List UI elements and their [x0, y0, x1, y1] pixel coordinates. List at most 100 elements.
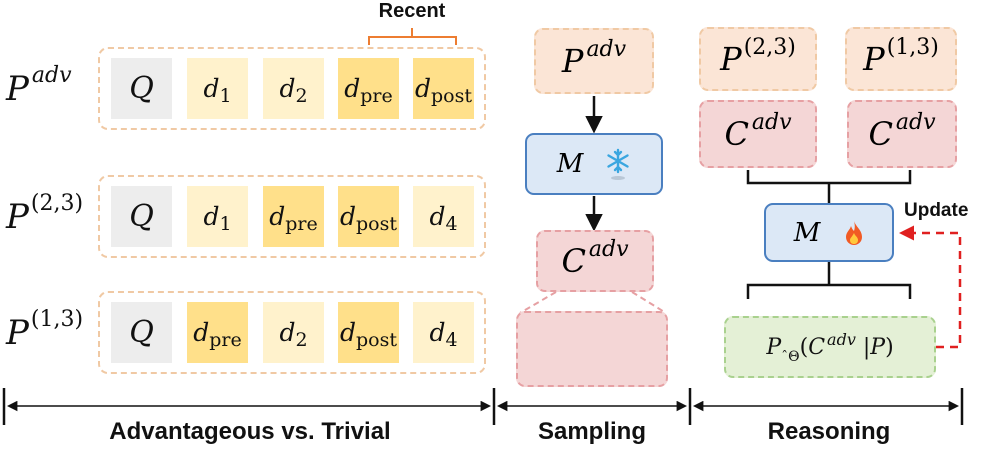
- cell-symbol: d: [193, 318, 210, 347]
- reasoning-c-right-base: C: [868, 115, 893, 153]
- query-cell: Q: [111, 302, 172, 363]
- flame-icon: [846, 220, 863, 245]
- objective-sub: ˆΘ: [781, 348, 800, 365]
- row-label-base: P: [6, 196, 29, 237]
- zoom-line-right: [631, 291, 667, 314]
- objective-theta: Θ: [788, 348, 800, 365]
- cell-symbol: d: [203, 74, 220, 103]
- query-cell: Q: [111, 186, 172, 247]
- cell-subscript: pre: [360, 84, 393, 107]
- cell-subscript: 1: [219, 212, 232, 235]
- cell-subscript: pre: [209, 328, 242, 351]
- objective-c: C: [808, 334, 826, 360]
- section-label-middle: Sampling: [537, 418, 646, 445]
- reasoning-p23-sup: (2,3): [743, 34, 796, 60]
- objective-c-sup: adv: [827, 329, 856, 349]
- cell-subscript: post: [356, 212, 397, 235]
- candidate-graph-box: [516, 311, 668, 387]
- reasoning-p23-base: P: [720, 40, 742, 78]
- cell-subscript: post: [356, 328, 397, 351]
- cell-subscript: 4: [445, 328, 458, 351]
- row-label-sup: adv: [31, 63, 72, 88]
- sequence-row-frame: [98, 291, 486, 374]
- sampling-model-label: M: [556, 149, 584, 179]
- cell-symbol: d: [429, 318, 446, 347]
- sampling-model-box: M: [525, 133, 663, 195]
- sequence-row-label: P(2,3): [6, 175, 98, 258]
- cell-symbol: d: [429, 202, 446, 231]
- cell-symbol: Q: [129, 71, 154, 106]
- section-label-left: Advantageous vs. Trivial: [109, 418, 391, 445]
- sampling-c-sup: adv: [588, 236, 629, 262]
- sampling-p-base: P: [561, 42, 584, 80]
- objective-lparen: (: [799, 334, 809, 360]
- recent-label: Recent: [378, 0, 446, 22]
- reasoning-p13-sup: (1,3): [886, 34, 939, 60]
- row-label-base: P: [6, 312, 29, 353]
- bracket-c-to-model: [746, 170, 912, 185]
- cell-subscript: post: [431, 84, 472, 107]
- reasoning-p13-box: P(1,3): [845, 27, 957, 91]
- cell-symbol: d: [339, 318, 356, 347]
- objective-p: P: [766, 334, 782, 360]
- section-label-right: Reasoning: [767, 418, 891, 445]
- cell-symbol: Q: [129, 199, 154, 234]
- row-label-sup: (2,3): [30, 191, 84, 216]
- cell-symbol: d: [203, 202, 220, 231]
- reasoning-c-right-sup: adv: [895, 109, 936, 135]
- objective-bar: |: [855, 334, 871, 360]
- sampling-p-sup: adv: [586, 36, 627, 62]
- update-label: Update: [904, 200, 969, 221]
- reasoning-model-label: M: [793, 217, 821, 248]
- reasoning-c-left-sup: adv: [751, 109, 792, 135]
- snowflake-icon: [607, 148, 630, 180]
- zoom-line-left: [519, 291, 557, 314]
- cell-symbol: Q: [129, 315, 154, 350]
- reasoning-model-box: M: [764, 203, 894, 262]
- row-label-sup: (1,3): [30, 307, 84, 332]
- sequence-row-frame: [98, 47, 486, 130]
- sequence-row-frame: [98, 175, 486, 258]
- bracket-model-to-obj: [746, 283, 912, 299]
- cell-symbol: d: [279, 318, 296, 347]
- cell-subscript: 1: [219, 84, 232, 107]
- reasoning-c-left-base: C: [724, 115, 749, 153]
- objective-rparen: ): [885, 334, 894, 360]
- reasoning-p13-base: P: [863, 40, 885, 78]
- sampling-c-base: C: [561, 242, 586, 280]
- cell-symbol: d: [339, 202, 356, 231]
- cell-symbol: d: [279, 74, 296, 103]
- cell-subscript: 4: [445, 212, 458, 235]
- cell-symbol: d: [269, 202, 286, 231]
- recent-bracket: [368, 36, 457, 45]
- cell-symbol: d: [344, 74, 361, 103]
- cell-subscript: 2: [295, 84, 308, 107]
- sequence-row-label: P(1,3): [6, 291, 98, 374]
- query-cell: Q: [111, 58, 172, 119]
- reasoning-p23-box: P(2,3): [699, 27, 817, 91]
- row-label-base: P: [6, 68, 29, 109]
- cell-symbol: d: [414, 74, 431, 103]
- objective-cond-p: P: [870, 334, 886, 360]
- cell-subscript: 2: [295, 328, 308, 351]
